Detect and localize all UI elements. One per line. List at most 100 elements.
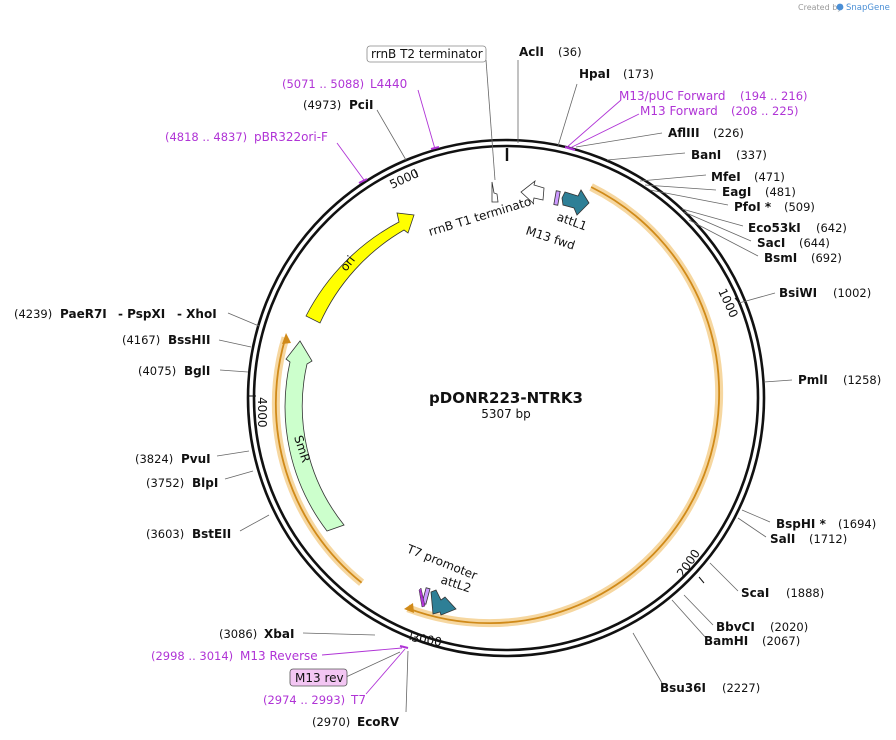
- site-bsiwi-pos: (1002): [833, 286, 871, 300]
- site-bsshii: BssHII: [168, 333, 210, 347]
- site-xhoi: - XhoI: [177, 307, 217, 321]
- mark-l4440: [430, 146, 440, 150]
- leader-eco53ki: [681, 208, 744, 227]
- site-pspxi: - PspXI: [118, 307, 165, 321]
- primer-m13puc-range: (194 .. 216): [740, 89, 808, 103]
- tick-1000: [734, 297, 742, 306]
- site-pmli-pos: (1258): [843, 373, 881, 387]
- backbone-outer: [246, 138, 766, 658]
- site-bsmi: BsmI: [764, 251, 797, 265]
- site-paer7i-pos: (4239): [14, 307, 52, 321]
- primer-marks: [358, 146, 576, 649]
- mark-m13fwd: [564, 146, 576, 151]
- leader-m13rev: [321, 647, 403, 656]
- leader-bsiwi: [738, 292, 776, 304]
- site-eagi: EagI: [722, 185, 751, 199]
- white-feature-arrow: [520, 179, 545, 204]
- site-mfei: MfeI: [711, 170, 741, 184]
- primer-labels: (5071 .. 5088) L4440 (4818 .. 4837) pBR3…: [151, 77, 808, 707]
- leader-paer7i: [227, 312, 260, 327]
- attl1-arrow: [561, 189, 590, 216]
- orange-arc-left: [274, 337, 363, 584]
- leader-pcii: [376, 109, 407, 161]
- site-paer7i: PaeR7I: [60, 307, 107, 321]
- site-pvui-pos: (3824): [135, 452, 173, 466]
- leader-lines: [216, 59, 793, 713]
- leader-afliii: [575, 132, 663, 148]
- mark-pbr322ori: [358, 178, 368, 184]
- leader-pvui: [216, 450, 250, 457]
- plasmid-length: 5307 bp: [481, 407, 531, 421]
- leader-pbr322ori: [336, 142, 365, 181]
- site-bsteii: BstEII: [192, 527, 231, 541]
- site-scai: ScaI: [741, 586, 769, 600]
- rrnb-t2-terminator-label: rrnB T2 terminator: [371, 47, 483, 61]
- site-bsphi: BspHI *: [776, 517, 827, 531]
- site-xbai-pos: (3086): [219, 627, 257, 641]
- leader-saci: [683, 211, 752, 242]
- leader-bbvci: [683, 594, 714, 626]
- site-bsmi-pos: (692): [811, 251, 842, 265]
- primer-l4440-range: (5071 .. 5088): [282, 77, 364, 91]
- primer-t7-range: (2974 .. 2993): [263, 693, 345, 707]
- site-hpai-pos: (173): [623, 67, 654, 81]
- site-bsu36i-pos: (2227): [722, 681, 760, 695]
- site-saci-pos: (644): [799, 236, 830, 250]
- site-blpi-pos: (3752): [146, 476, 184, 490]
- primer-m13fwd: M13 Forward: [640, 104, 718, 118]
- primer-m13fwd-range: (208 .. 225): [731, 104, 799, 118]
- rrnb-t2-box: [366, 45, 487, 63]
- leader-blpi: [224, 470, 254, 480]
- orange-arrowhead-left: [282, 333, 291, 344]
- leader-m13puc: [565, 99, 622, 149]
- ori-arrow: [305, 212, 415, 324]
- attl2-arrow: [430, 589, 457, 616]
- leader-bsshii: [218, 339, 252, 348]
- leader-mfei: [639, 174, 707, 182]
- leader-t7: [365, 648, 406, 695]
- site-bsteii-pos: (3603): [146, 527, 184, 541]
- site-pfoi-pos: (509): [784, 200, 815, 214]
- insert-arc: [407, 186, 720, 625]
- primer-pbr322ori-range: (4818 .. 4837): [165, 130, 247, 144]
- m13-rev-box: [289, 668, 348, 687]
- site-bamhi-pos: (2067): [762, 634, 800, 648]
- leader-bsmi: [688, 219, 759, 257]
- primer-pbr322ori: pBR322ori-F: [254, 130, 328, 144]
- tick-label-4000: 4000: [255, 397, 269, 428]
- t7-primer-mark: [418, 587, 426, 608]
- leader-xbai: [302, 632, 376, 636]
- site-saci: SacI: [757, 236, 785, 250]
- site-blpi: BlpI: [192, 476, 218, 490]
- leader-eagi: [644, 184, 717, 191]
- m13-rev-box-label: M13 rev: [295, 671, 344, 685]
- rrnb-t1-terminator-marker: [491, 181, 499, 203]
- site-xbai: XbaI: [264, 627, 294, 641]
- tick-label-5000: 5000: [387, 166, 421, 192]
- site-pcii-pos: (4973): [303, 98, 341, 112]
- site-bbvci: BbvCI: [716, 620, 755, 634]
- leader-hpai: [557, 83, 578, 147]
- site-bsphi-pos: (1694): [838, 517, 876, 531]
- tick-3000: [409, 631, 413, 641]
- site-bgli-pos: (4075): [138, 364, 176, 378]
- leader-bsphi: [741, 509, 771, 523]
- site-bani: BanI: [691, 148, 721, 162]
- site-eco53ki-pos: (642): [816, 221, 847, 235]
- site-ecorv-pos: (2970): [312, 715, 350, 729]
- site-bsiwi: BsiWI: [779, 286, 817, 300]
- site-ecorv: EcoRV: [357, 715, 400, 729]
- attl1-label: attL1: [555, 210, 589, 234]
- site-hpai: HpaI: [579, 67, 610, 81]
- leader-l4440: [417, 89, 436, 150]
- plasmid-name: pDONR223-NTRK3: [429, 389, 583, 407]
- leader-m13rev-box: [345, 651, 401, 678]
- m13-fwd-tag: [553, 190, 561, 206]
- site-mfei-pos: (471): [754, 170, 785, 184]
- site-eco53ki: Eco53kI: [748, 221, 801, 235]
- site-bbvci-pos: (2020): [770, 620, 808, 634]
- leader-bgli: [219, 369, 249, 373]
- site-afliii: AflIII: [668, 126, 700, 140]
- leader-bsu36i: [632, 632, 663, 684]
